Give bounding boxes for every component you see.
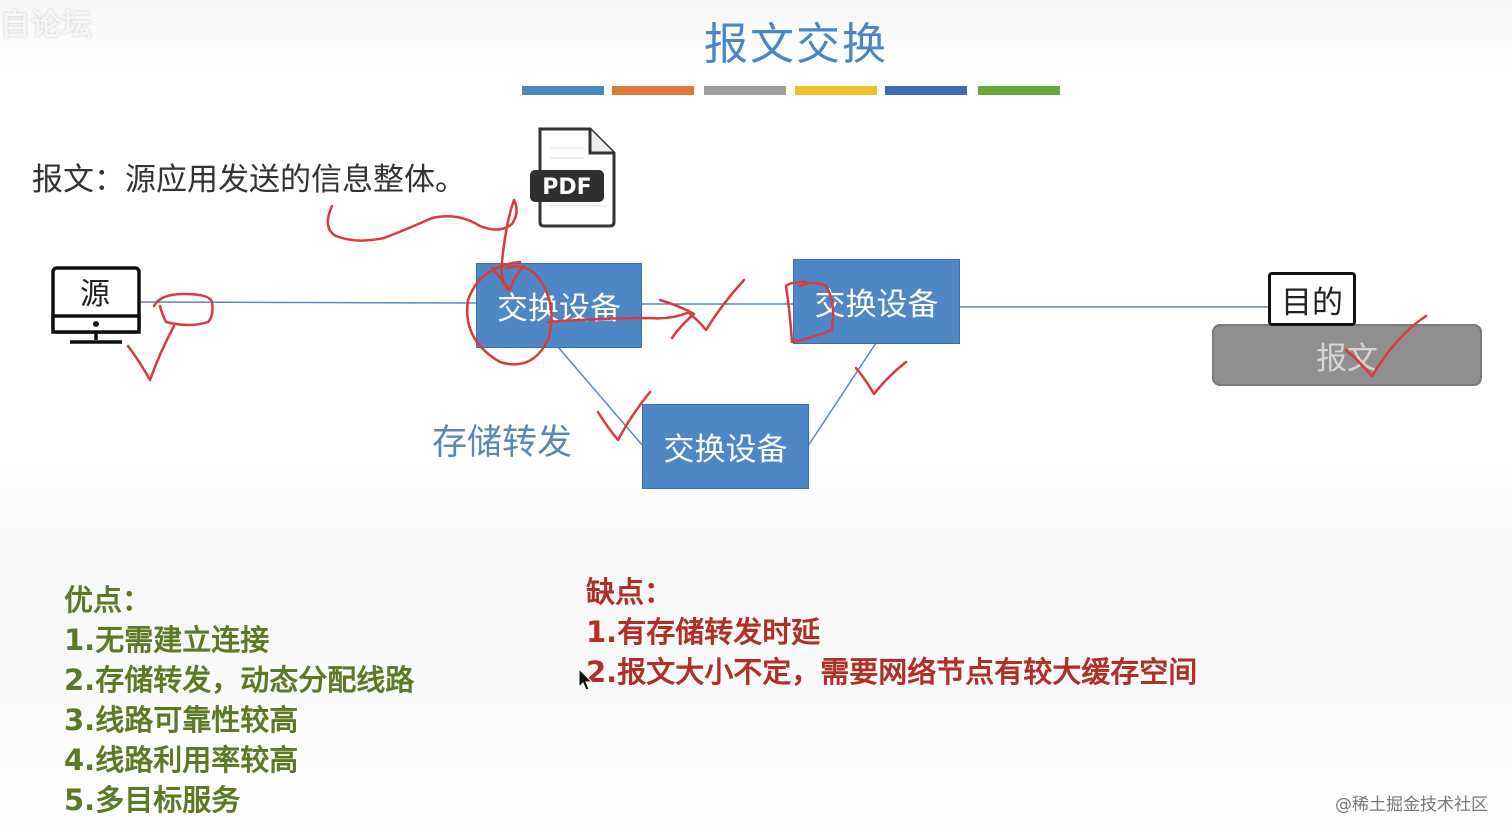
list-item: 2.报文大小不定，需要网络节点有较大缓存空间 bbox=[586, 655, 1198, 689]
switch-node-2: 交换设备 bbox=[793, 259, 960, 344]
pdf-icon-label: PDF bbox=[542, 175, 591, 200]
pdf-file-icon: PDF bbox=[530, 127, 616, 228]
list-item: 1.无需建立连接 bbox=[64, 623, 270, 657]
list-item: 1.有存储转发时延 bbox=[586, 615, 821, 649]
advantages-list: 优点： 1.无需建立连接 2.存储转发，动态分配线路 3.线路可靠性较高 4.线… bbox=[64, 580, 414, 820]
color-bar-segment bbox=[795, 86, 877, 95]
destination-label: 目的 bbox=[1281, 284, 1343, 321]
list-item: 2.存储转发，动态分配线路 bbox=[64, 663, 415, 697]
switch-node-3: 交换设备 bbox=[642, 404, 809, 489]
watermark-text: 自论坛 bbox=[0, 8, 93, 43]
color-bar-segment bbox=[522, 86, 604, 95]
color-bar-segment bbox=[612, 86, 694, 95]
destination-node: 目的 bbox=[1268, 272, 1356, 326]
mouse-cursor-icon bbox=[578, 667, 594, 691]
computer-icon bbox=[51, 266, 141, 344]
list-item: 4.线路利用率较高 bbox=[64, 743, 299, 777]
switch-label: 交换设备 bbox=[663, 432, 788, 468]
switch-label: 交换设备 bbox=[814, 287, 939, 323]
color-bar-segment bbox=[978, 86, 1060, 95]
source-label: 源 bbox=[80, 277, 110, 312]
link-source-switch1 bbox=[139, 301, 479, 304]
site-credit: @稀土掘金技术社区 bbox=[1335, 795, 1488, 815]
message-label: 报文 bbox=[1316, 340, 1378, 377]
message-block: 报文 bbox=[1212, 324, 1482, 386]
advantages-title: 优点： bbox=[64, 583, 152, 617]
disadvantages-title: 缺点： bbox=[586, 575, 674, 609]
list-item: 5.多目标服务 bbox=[64, 783, 241, 817]
color-bar-segment bbox=[704, 86, 786, 95]
disadvantages-list: 缺点： 1.有存储转发时延 2.报文大小不定，需要网络节点有较大缓存空间 bbox=[586, 572, 1197, 692]
switch-label: 交换设备 bbox=[497, 291, 621, 327]
message-definition: 报文：源应用发送的信息整体。 bbox=[32, 162, 466, 198]
slide-title: 报文交换 bbox=[704, 19, 888, 70]
color-bar-segment bbox=[885, 86, 967, 95]
store-and-forward-label: 存储转发 bbox=[432, 423, 573, 463]
switch-node-1: 交换设备 bbox=[476, 263, 642, 348]
link-switch3-switch2 bbox=[807, 342, 877, 447]
list-item: 3.线路可靠性较高 bbox=[64, 703, 299, 737]
